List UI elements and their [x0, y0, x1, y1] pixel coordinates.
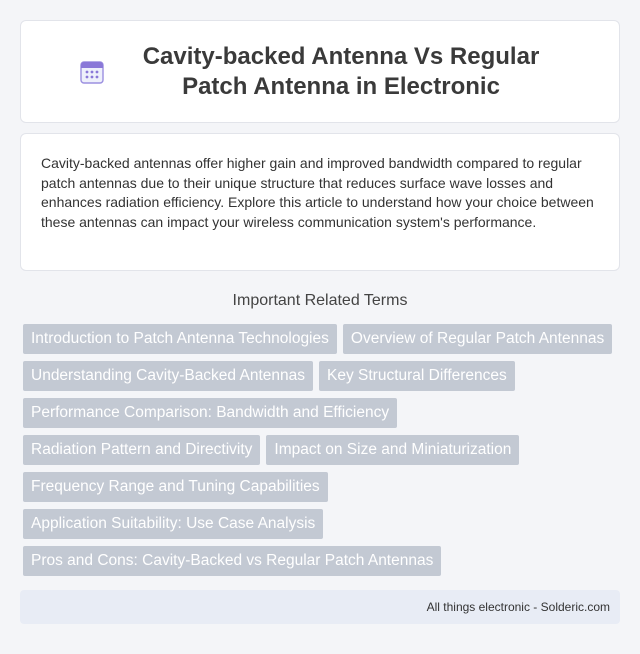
- page-title: Cavity-backed Antenna Vs Regular Patch A…: [142, 42, 540, 100]
- related-terms-list: Introduction to Patch Antenna Technologi…: [23, 324, 623, 576]
- summary-card: Cavity-backed antennas offer higher gain…: [20, 133, 620, 271]
- footer-text: All things electronic - Solderic.com: [426, 600, 610, 614]
- related-term-tag[interactable]: Impact on Size and Miniaturization: [266, 435, 520, 465]
- title-card: Cavity-backed Antenna Vs Regular Patch A…: [20, 20, 620, 123]
- related-term-tag[interactable]: Overview of Regular Patch Antennas: [342, 324, 613, 354]
- related-term-tag[interactable]: Introduction to Patch Antenna Technologi…: [23, 324, 337, 354]
- related-term-tag[interactable]: Performance Comparison: Bandwidth and Ef…: [23, 398, 398, 428]
- related-terms-heading: Important Related Terms: [232, 292, 408, 309]
- related-term-tag[interactable]: Understanding Cavity-Backed Antennas: [23, 361, 313, 391]
- related-term-tag[interactable]: Frequency Range and Tuning Capabilities: [23, 472, 328, 502]
- calendar-icon: [80, 60, 104, 84]
- related-term-tag[interactable]: Application Suitability: Use Case Analys…: [23, 509, 324, 539]
- related-term-tag[interactable]: Radiation Pattern and Directivity: [23, 435, 261, 465]
- footer: All things electronic - Solderic.com: [20, 590, 620, 624]
- summary-text: Cavity-backed antennas offer higher gain…: [41, 155, 594, 230]
- related-term-tag[interactable]: Pros and Cons: Cavity-Backed vs Regular …: [23, 546, 442, 576]
- related-term-tag[interactable]: Key Structural Differences: [319, 361, 515, 391]
- title-row: Cavity-backed Antenna Vs Regular Patch A…: [79, 42, 561, 102]
